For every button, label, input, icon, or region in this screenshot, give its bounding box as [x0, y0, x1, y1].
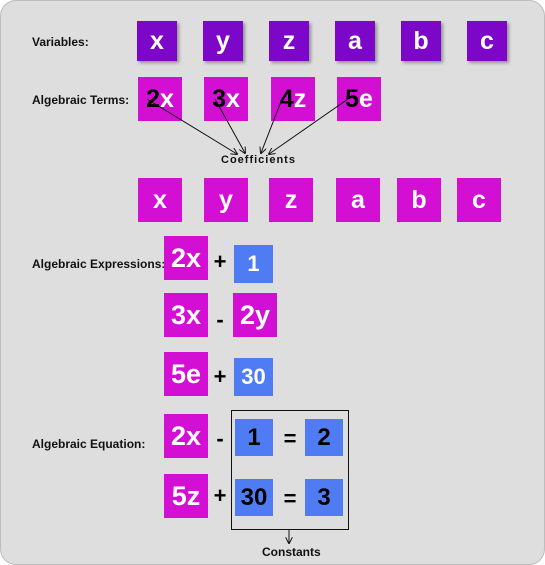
constants-label: Constants [262, 545, 321, 559]
expression-term-tile: 2y [233, 293, 277, 337]
equals-sign: = [283, 486, 297, 511]
expression-operator: - [216, 307, 224, 332]
term-variable: x [160, 84, 174, 113]
variables-label: Variables: [32, 35, 89, 49]
variable-tile: a [335, 21, 375, 61]
variable-tile: b [401, 21, 441, 61]
variable-tile: c [457, 178, 501, 222]
term-coefficient: 4 [279, 84, 294, 113]
algebraic-expressions-label: Algebraic Expressions: [32, 257, 166, 271]
expression-operator: + [213, 249, 227, 274]
equation-constant-tile: 30 [235, 479, 273, 516]
expression-term-tile: 2x [164, 236, 208, 280]
algebraic-terms-label: Algebraic Terms: [32, 93, 130, 107]
algebraic-equation-label: Algebraic Equation: [32, 437, 146, 451]
variable-tile: c [467, 21, 507, 61]
expression-term-tile: 3x [164, 293, 208, 337]
term-variable: z [293, 84, 307, 113]
term-coefficient: 5 [345, 84, 359, 113]
expression-operator: + [213, 364, 227, 389]
variable-tile: y [203, 21, 243, 61]
coefficient-arrow [269, 98, 349, 154]
expression-constant-tile: 1 [234, 245, 273, 283]
term-variable: e [359, 84, 373, 113]
equals-sign: = [283, 426, 297, 451]
equation-operator: - [216, 426, 224, 451]
equation-result-tile: 3 [305, 479, 343, 516]
expression-term-tile: 5e [164, 352, 208, 396]
coefficient-arrow [146, 98, 237, 154]
equation-term-tile: 2x [164, 414, 208, 458]
term-coefficient: 3 [212, 84, 226, 113]
coefficient-arrow [214, 98, 245, 153]
equation-term-tile: 5z [164, 474, 208, 518]
coefficient-arrow [261, 98, 283, 153]
variable-tile: x [138, 178, 182, 222]
equation-operator: + [213, 483, 227, 508]
variable-tile: z [269, 178, 313, 222]
term-variable: x [226, 84, 240, 113]
variable-tile: x [137, 21, 177, 61]
constants-box [231, 410, 349, 530]
variable-tile: y [204, 178, 248, 222]
expression-constant-tile: 30 [234, 358, 273, 396]
variable-tile: a [336, 178, 380, 222]
variable-tile: z [269, 21, 309, 61]
equation-constant-tile: 1 [235, 419, 273, 456]
coefficients-label: Coefficients [221, 154, 296, 166]
equation-result-tile: 2 [305, 419, 343, 456]
variable-tile: b [397, 178, 441, 222]
